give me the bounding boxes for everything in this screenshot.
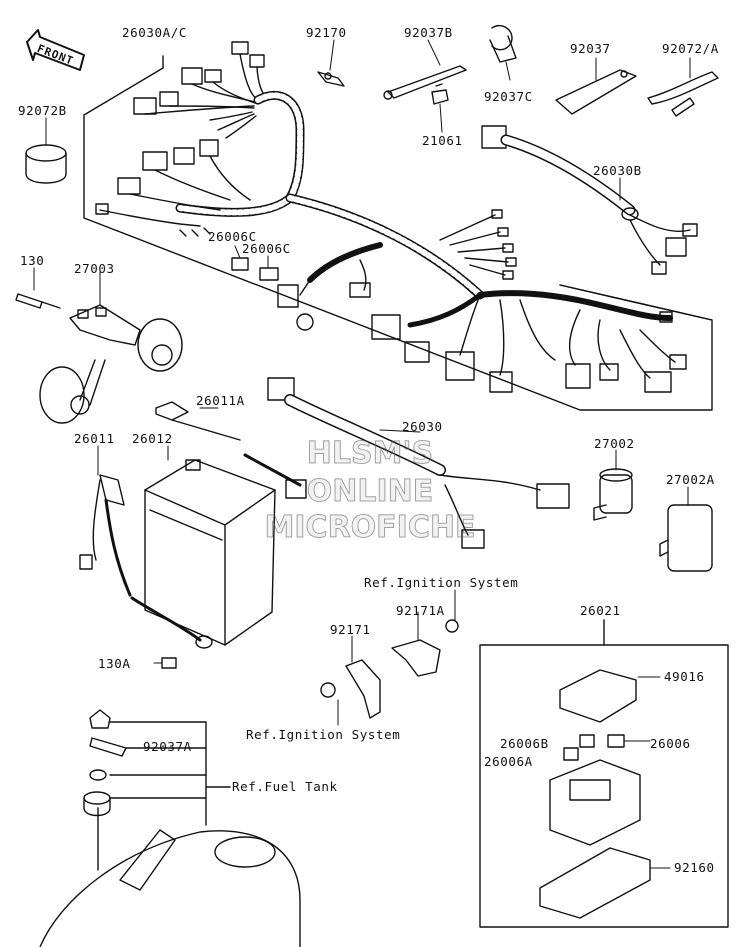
label-ref-fuel-tank: Ref.Fuel Tank — [232, 779, 338, 794]
label-26006c-2: 26006C — [242, 241, 291, 256]
label-92160: 92160 — [674, 860, 715, 875]
clip-92037c — [489, 24, 517, 63]
label-92037c: 92037C — [484, 89, 533, 104]
cover-49016 — [559, 669, 637, 723]
relay-27002 — [593, 468, 633, 521]
junction-box — [549, 759, 641, 846]
band-92037 — [555, 69, 637, 115]
battery-harness-26030 — [267, 377, 570, 549]
harness-group-frame — [83, 55, 713, 411]
label-26006: 26006 — [650, 736, 691, 751]
bracket-92171a — [391, 619, 459, 677]
fuse-26006c — [231, 257, 279, 281]
label-26011a: 26011A — [196, 393, 245, 408]
junction-box-frame — [479, 619, 729, 928]
label-ref-ignition-system-2: Ref.Ignition System — [246, 727, 401, 742]
sleeve-92072b — [25, 144, 67, 184]
label-92072b: 92072B — [18, 103, 67, 118]
label-92170: 92170 — [306, 25, 347, 40]
cable-tie-92072a — [647, 71, 719, 117]
part-21061 — [431, 83, 449, 105]
fuse-26006b — [563, 734, 595, 761]
label-92037: 92037 — [570, 41, 611, 56]
strap-92037b — [383, 65, 467, 100]
label-26006b: 26006B — [500, 736, 549, 751]
horn-27003 — [15, 293, 183, 424]
main-wiring-harness — [95, 41, 687, 393]
label-130: 130 — [20, 253, 45, 268]
relay-27002a — [659, 504, 713, 572]
cable-26011a — [155, 401, 307, 499]
label-26030ac: 26030A/C — [122, 25, 188, 40]
sub-harness-26030b — [481, 125, 698, 275]
label-26011: 26011 — [74, 431, 115, 446]
watermark-line1: HLSM'S — [306, 436, 434, 472]
label-26006a: 26006A — [484, 754, 533, 769]
bolt-130a — [161, 657, 177, 669]
label-ref-ignition-system-1: Ref.Ignition System — [364, 575, 519, 590]
front-arrow-icon — [26, 29, 85, 71]
label-26021: 26021 — [580, 603, 621, 618]
label-92072a: 92072/A — [662, 41, 719, 56]
battery-cable — [130, 596, 213, 649]
label-92037a: 92037A — [143, 739, 192, 754]
label-26012: 26012 — [132, 431, 173, 446]
label-130a: 130A — [98, 656, 131, 671]
label-26030: 26030 — [402, 419, 443, 434]
label-21061: 21061 — [422, 133, 463, 148]
case-92160 — [539, 847, 651, 919]
label-92171: 92171 — [330, 622, 371, 637]
watermark-line2: ONLINE — [306, 474, 434, 510]
fuse-26006 — [607, 734, 625, 748]
label-49016: 49016 — [664, 669, 705, 684]
label-27002: 27002 — [594, 436, 635, 451]
label-27003: 27003 — [74, 261, 115, 276]
fuel-tank-assembly — [39, 709, 301, 947]
label-27002a: 27002A — [666, 472, 715, 487]
label-92037b: 92037B — [404, 25, 453, 40]
cable-26011 — [79, 474, 132, 597]
leader-lines — [33, 39, 691, 869]
battery-26012 — [144, 459, 276, 646]
label-26006c-1: 26006C — [208, 229, 257, 244]
label-26030b: 26030B — [593, 163, 642, 178]
bracket-92171 — [320, 659, 381, 719]
watermark-line3: MICROFICHE — [264, 510, 476, 546]
label-92171a: 92171A — [396, 603, 445, 618]
clamp-92170 — [317, 71, 345, 87]
